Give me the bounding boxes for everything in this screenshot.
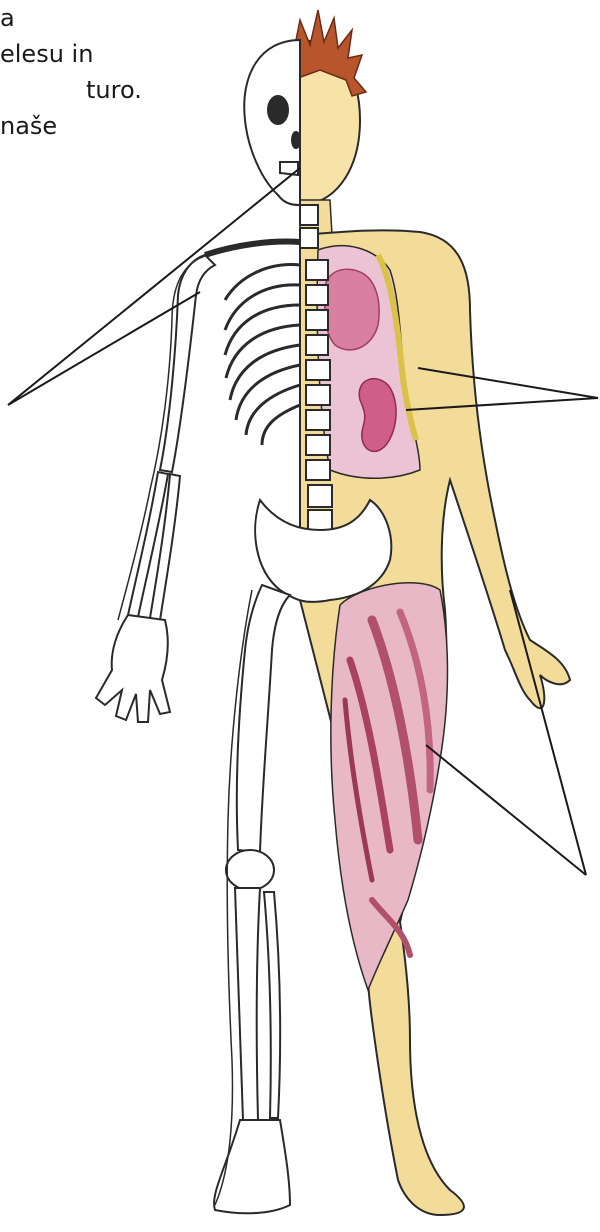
eye-socket [268,96,288,124]
rib-cage [225,265,300,445]
fibula [264,892,280,1118]
pointer-muscles-thigh [426,745,586,875]
caption-line-3: turo. [86,72,180,108]
tibia [235,888,260,1120]
caption-line-4: naše [0,108,180,144]
caption-line-1: a [0,0,180,36]
patella [226,850,274,890]
lung [324,269,379,350]
femur [237,585,290,852]
pointer-muscles-arm [510,590,586,875]
hand-bones [96,615,170,722]
pointer-skeleton-skull [8,168,300,405]
nose-cavity [292,132,300,148]
caption-line-2: elesu in [0,36,180,72]
caption-text: a elesu in turo. naše [0,0,180,144]
muscles [331,583,448,990]
humerus [160,255,215,472]
